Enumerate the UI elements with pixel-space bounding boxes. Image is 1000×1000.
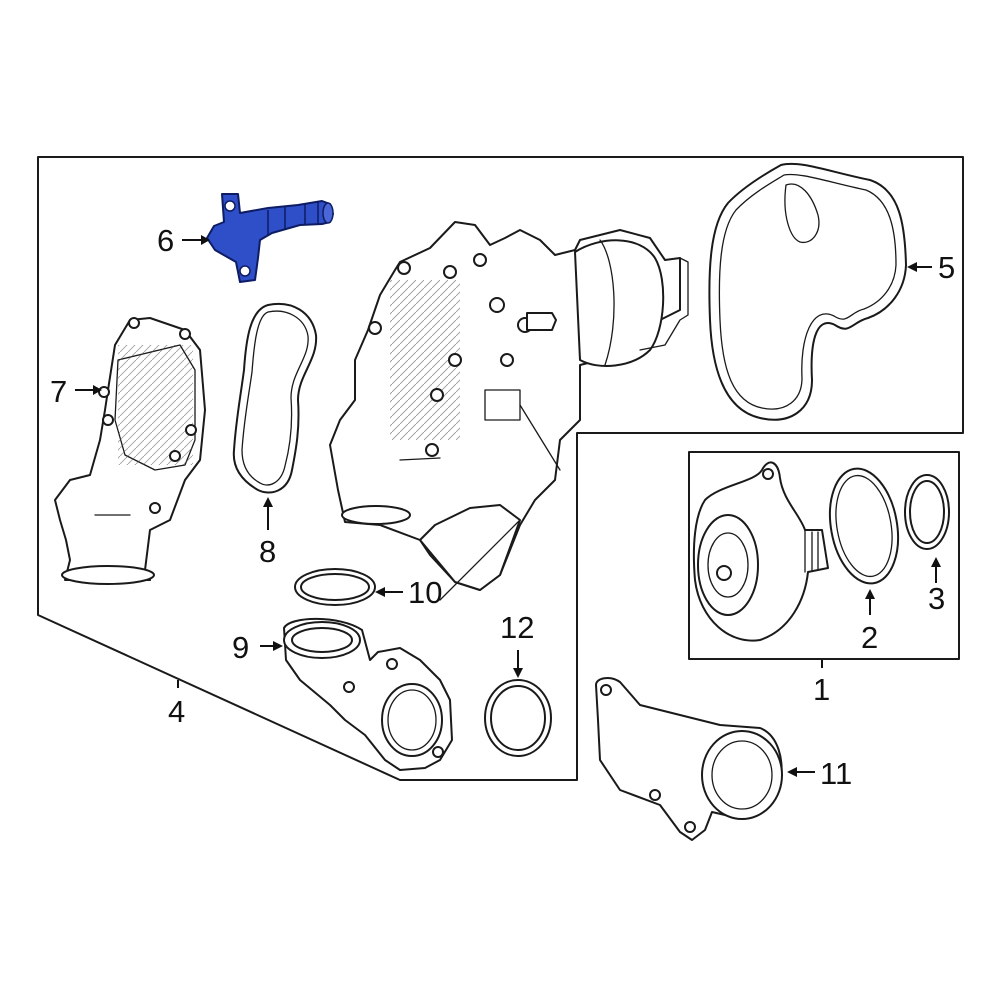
part-9-outlet[interactable]: [283, 617, 453, 771]
part-11-housing[interactable]: [595, 677, 783, 841]
callout-11: 11: [820, 756, 852, 791]
callout-4: 4: [168, 694, 185, 729]
callout-9: 9: [232, 630, 249, 665]
assembly-1-frame: [688, 451, 960, 660]
callout-10: 10: [408, 575, 442, 610]
part-2-seal[interactable]: [821, 463, 906, 589]
part-10-oring[interactable]: [294, 568, 376, 606]
part-3-oring[interactable]: [904, 474, 950, 550]
callout-3: 3: [928, 581, 945, 616]
callout-8: 8: [259, 534, 276, 569]
part-1-pump[interactable]: [692, 461, 829, 642]
callout-2: 2: [861, 620, 878, 655]
part-8-gasket[interactable]: [232, 302, 318, 494]
main-housing: [329, 221, 689, 601]
callout-6: 6: [157, 223, 174, 258]
callout-7: 7: [50, 374, 67, 409]
callout-12: 12: [500, 610, 534, 645]
callout-1: 1: [813, 672, 830, 707]
assembly-4-frame: [37, 156, 964, 781]
part-6-sensor[interactable]: [206, 193, 334, 283]
part-5-gasket[interactable]: [708, 162, 907, 421]
callout-leaders: [75, 235, 941, 777]
part-7-cover[interactable]: [54, 317, 206, 585]
part-12-oring[interactable]: [484, 679, 552, 757]
callout-5: 5: [938, 250, 955, 285]
